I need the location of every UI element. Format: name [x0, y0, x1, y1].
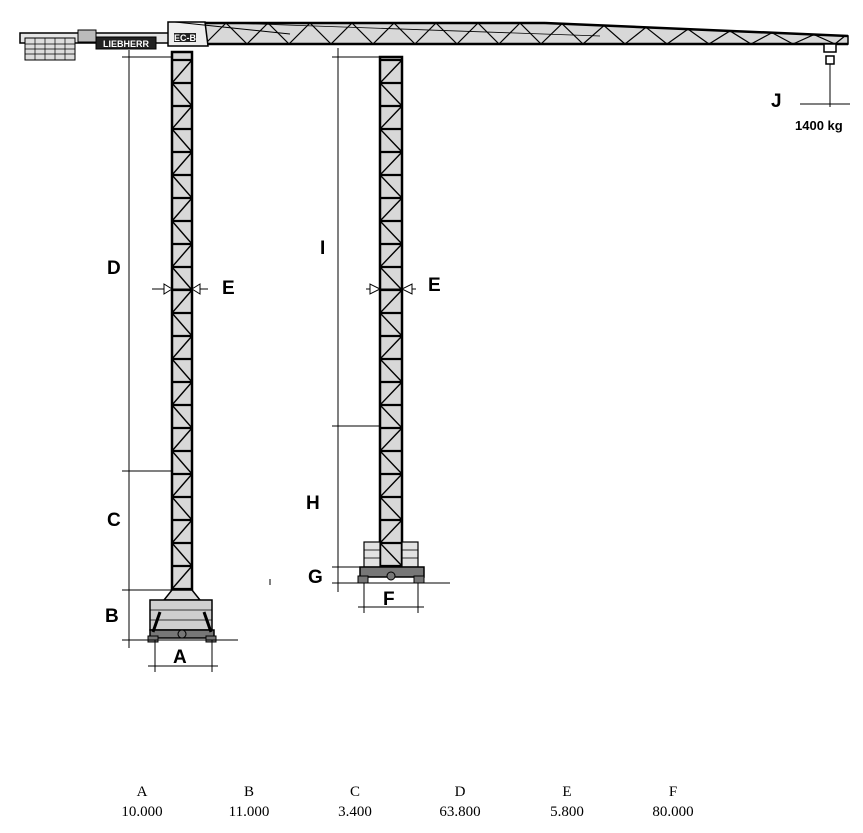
label-I: I: [320, 238, 325, 259]
load-capacity: 1400 kg: [795, 118, 843, 133]
legend-value: 63.800: [439, 804, 480, 820]
label-E-right: E: [428, 275, 441, 296]
brand-logo-plate: [95, 36, 157, 50]
dimension-labels: D C B A E I H G F E J 1400 kg: [105, 91, 843, 668]
label-C: C: [107, 510, 121, 531]
dimension-lines: [122, 48, 450, 672]
jib: [169, 21, 849, 46]
dimension-legend: A 10.000 B 11.000 C 3.400 D 63.800 E 5.8…: [121, 784, 693, 820]
legend-value: 5.800: [550, 804, 584, 820]
counter-jib: LIEBHERR EC-B: [19, 21, 291, 61]
brand-logo: LIEBHERR: [103, 39, 150, 49]
label-F: F: [383, 589, 395, 610]
right-tower: [378, 55, 404, 569]
width-arrows: [163, 283, 413, 295]
legend-letter: F: [669, 784, 677, 800]
label-B: B: [105, 606, 119, 627]
label-D: D: [107, 258, 121, 279]
right-base: [357, 541, 425, 584]
left-tower: [162, 50, 202, 601]
label-E-left: E: [222, 278, 235, 299]
legend-value: 80.000: [652, 804, 693, 820]
legend-value: 3.400: [338, 804, 372, 820]
legend-letter: B: [244, 784, 254, 800]
model-logo: EC-B: [174, 33, 196, 43]
legend-letter: D: [455, 784, 466, 800]
legend-value: 10.000: [121, 804, 162, 820]
trolley-hook: [800, 43, 850, 107]
left-base: [147, 599, 217, 643]
label-J: J: [771, 91, 782, 112]
label-G: G: [308, 567, 323, 588]
legend-letter: E: [562, 784, 571, 800]
legend-letter: A: [137, 784, 148, 800]
label-H: H: [306, 493, 320, 514]
legend-letter: C: [350, 784, 360, 800]
legend-value: 11.000: [229, 804, 270, 820]
label-A: A: [173, 647, 187, 668]
